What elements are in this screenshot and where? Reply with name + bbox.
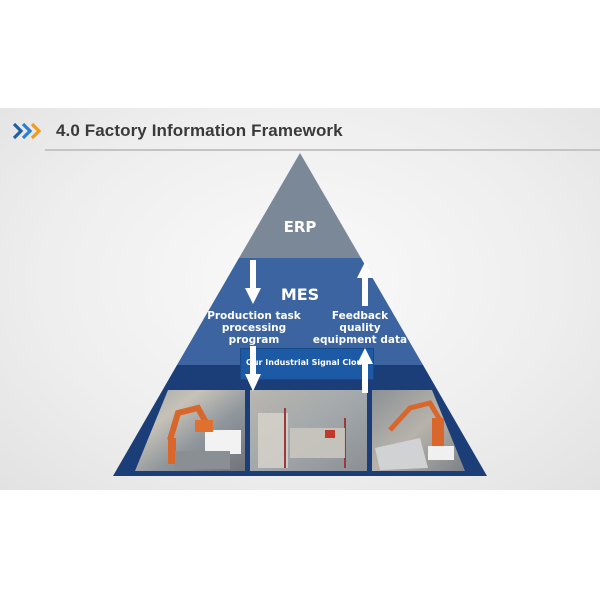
erp-label: ERP [283, 218, 317, 236]
cloud-label: Our Industrial Signal Cloud [246, 358, 368, 367]
feedback-quality-line2: equipment data [312, 334, 408, 346]
production-task-line2: processing program [221, 322, 287, 346]
slide: 4.0 Factory Information Framework [0, 108, 600, 490]
feedback-quality-line1: Feedback quality [331, 310, 389, 334]
production-task-line1: Production task [207, 310, 301, 322]
title-divider [45, 149, 600, 151]
mes-label: MES [280, 285, 320, 304]
production-line-detail [258, 408, 346, 468]
production-task-text: Production task processing program [196, 310, 312, 346]
pyramid-diagram [113, 153, 487, 476]
pyramid-layer-mes [177, 258, 423, 365]
arrow-down-erp-to-mes-icon [245, 260, 261, 304]
triple-chevron-right-icon [12, 122, 42, 140]
feedback-quality-text: Feedback quality equipment data [310, 310, 410, 346]
title-bar: 4.0 Factory Information Framework [0, 116, 600, 146]
pyramid-layer-erp [239, 153, 361, 258]
industrial-signal-cloud-box: Our Industrial Signal Cloud [240, 348, 374, 380]
robot-arm-cell-detail [167, 404, 241, 469]
palletizing-robot-detail [375, 400, 454, 470]
page-title: 4.0 Factory Information Framework [56, 121, 343, 140]
arrow-up-mes-to-erp-icon [357, 262, 373, 306]
